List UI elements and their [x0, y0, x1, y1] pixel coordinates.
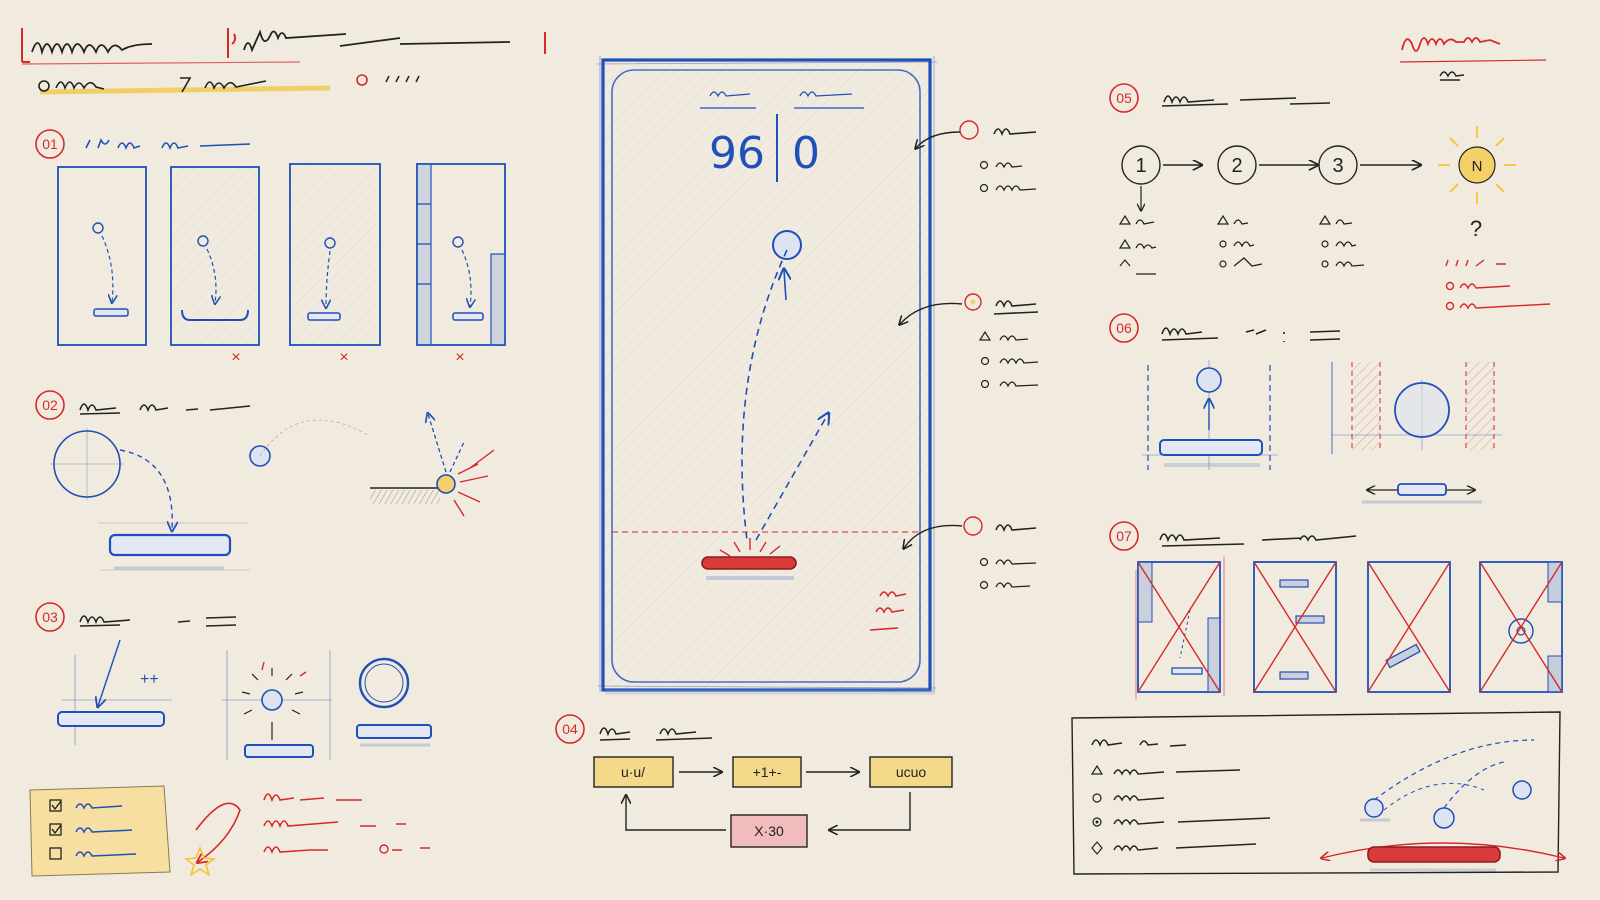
checkbox-icon — [49, 847, 62, 860]
phone-annotations — [900, 120, 1039, 590]
mini-phone-1 — [57, 166, 147, 346]
flow-box-3: ucuo — [896, 764, 927, 780]
section-02: 02 — [35, 390, 495, 571]
mini-phone-2: × — [170, 166, 260, 366]
section-badge-03: 03 — [42, 609, 58, 625]
section-badge-05: 05 — [1116, 90, 1132, 106]
rejected-layout-3 — [1367, 561, 1451, 693]
sun-icon — [1438, 126, 1516, 204]
section-05: 05 1 2 3 N ? — [1109, 83, 1551, 311]
rejected-layout-4 — [1479, 561, 1563, 693]
cross-mark-icon: × — [339, 349, 348, 366]
section-badge-06: 06 — [1116, 320, 1132, 336]
cross-mark-icon: × — [455, 349, 464, 366]
section-07: 07 — [1109, 521, 1563, 700]
flow-step-1: 1 — [1135, 155, 1146, 177]
cross-mark-icon: × — [231, 349, 240, 366]
flow-box-1: u·u/ — [621, 764, 645, 780]
mini-phone-4: × — [416, 163, 506, 366]
section-03: 03 ++ — [35, 602, 432, 760]
main-phone-mockup: 96 0 — [596, 56, 938, 695]
section-04: 04 u·u/ +1+- ucuo X·30 — [555, 714, 953, 848]
flow-step-n: N — [1472, 158, 1483, 175]
ball-icon — [436, 474, 456, 494]
section-01: 01 × × — [35, 129, 506, 366]
paddle-icon — [701, 556, 797, 570]
svg-text:++: ++ — [140, 671, 159, 688]
rejected-layout-1 — [1135, 556, 1225, 700]
section-badge-07: 07 — [1116, 528, 1132, 544]
checkbox-icon — [49, 823, 62, 836]
flow-question-mark: ? — [1470, 216, 1482, 241]
section-badge-02: 02 — [42, 397, 58, 413]
score-right: 0 — [792, 128, 820, 179]
score-left: 96 — [709, 128, 765, 179]
star-icon — [183, 845, 217, 877]
sticky-checklist — [29, 785, 430, 877]
section-06: 06 — [1109, 313, 1502, 504]
checkbox-icon — [49, 799, 62, 812]
flow-step-3: 3 — [1332, 155, 1343, 177]
paddle-icon — [1367, 846, 1501, 863]
flow-box-4: X·30 — [754, 823, 784, 839]
flow-box-2: +1+- — [753, 764, 782, 780]
section-badge-04: 04 — [562, 721, 578, 737]
section-badge-01: 01 — [42, 136, 58, 152]
legend-card — [1071, 711, 1564, 875]
top-right-title — [1399, 37, 1547, 81]
flow-step-2: 2 — [1231, 155, 1242, 177]
title-block — [21, 28, 546, 95]
ball-icon — [772, 230, 802, 260]
mini-phone-3: × — [289, 163, 381, 366]
rejected-layout-2 — [1253, 561, 1337, 693]
